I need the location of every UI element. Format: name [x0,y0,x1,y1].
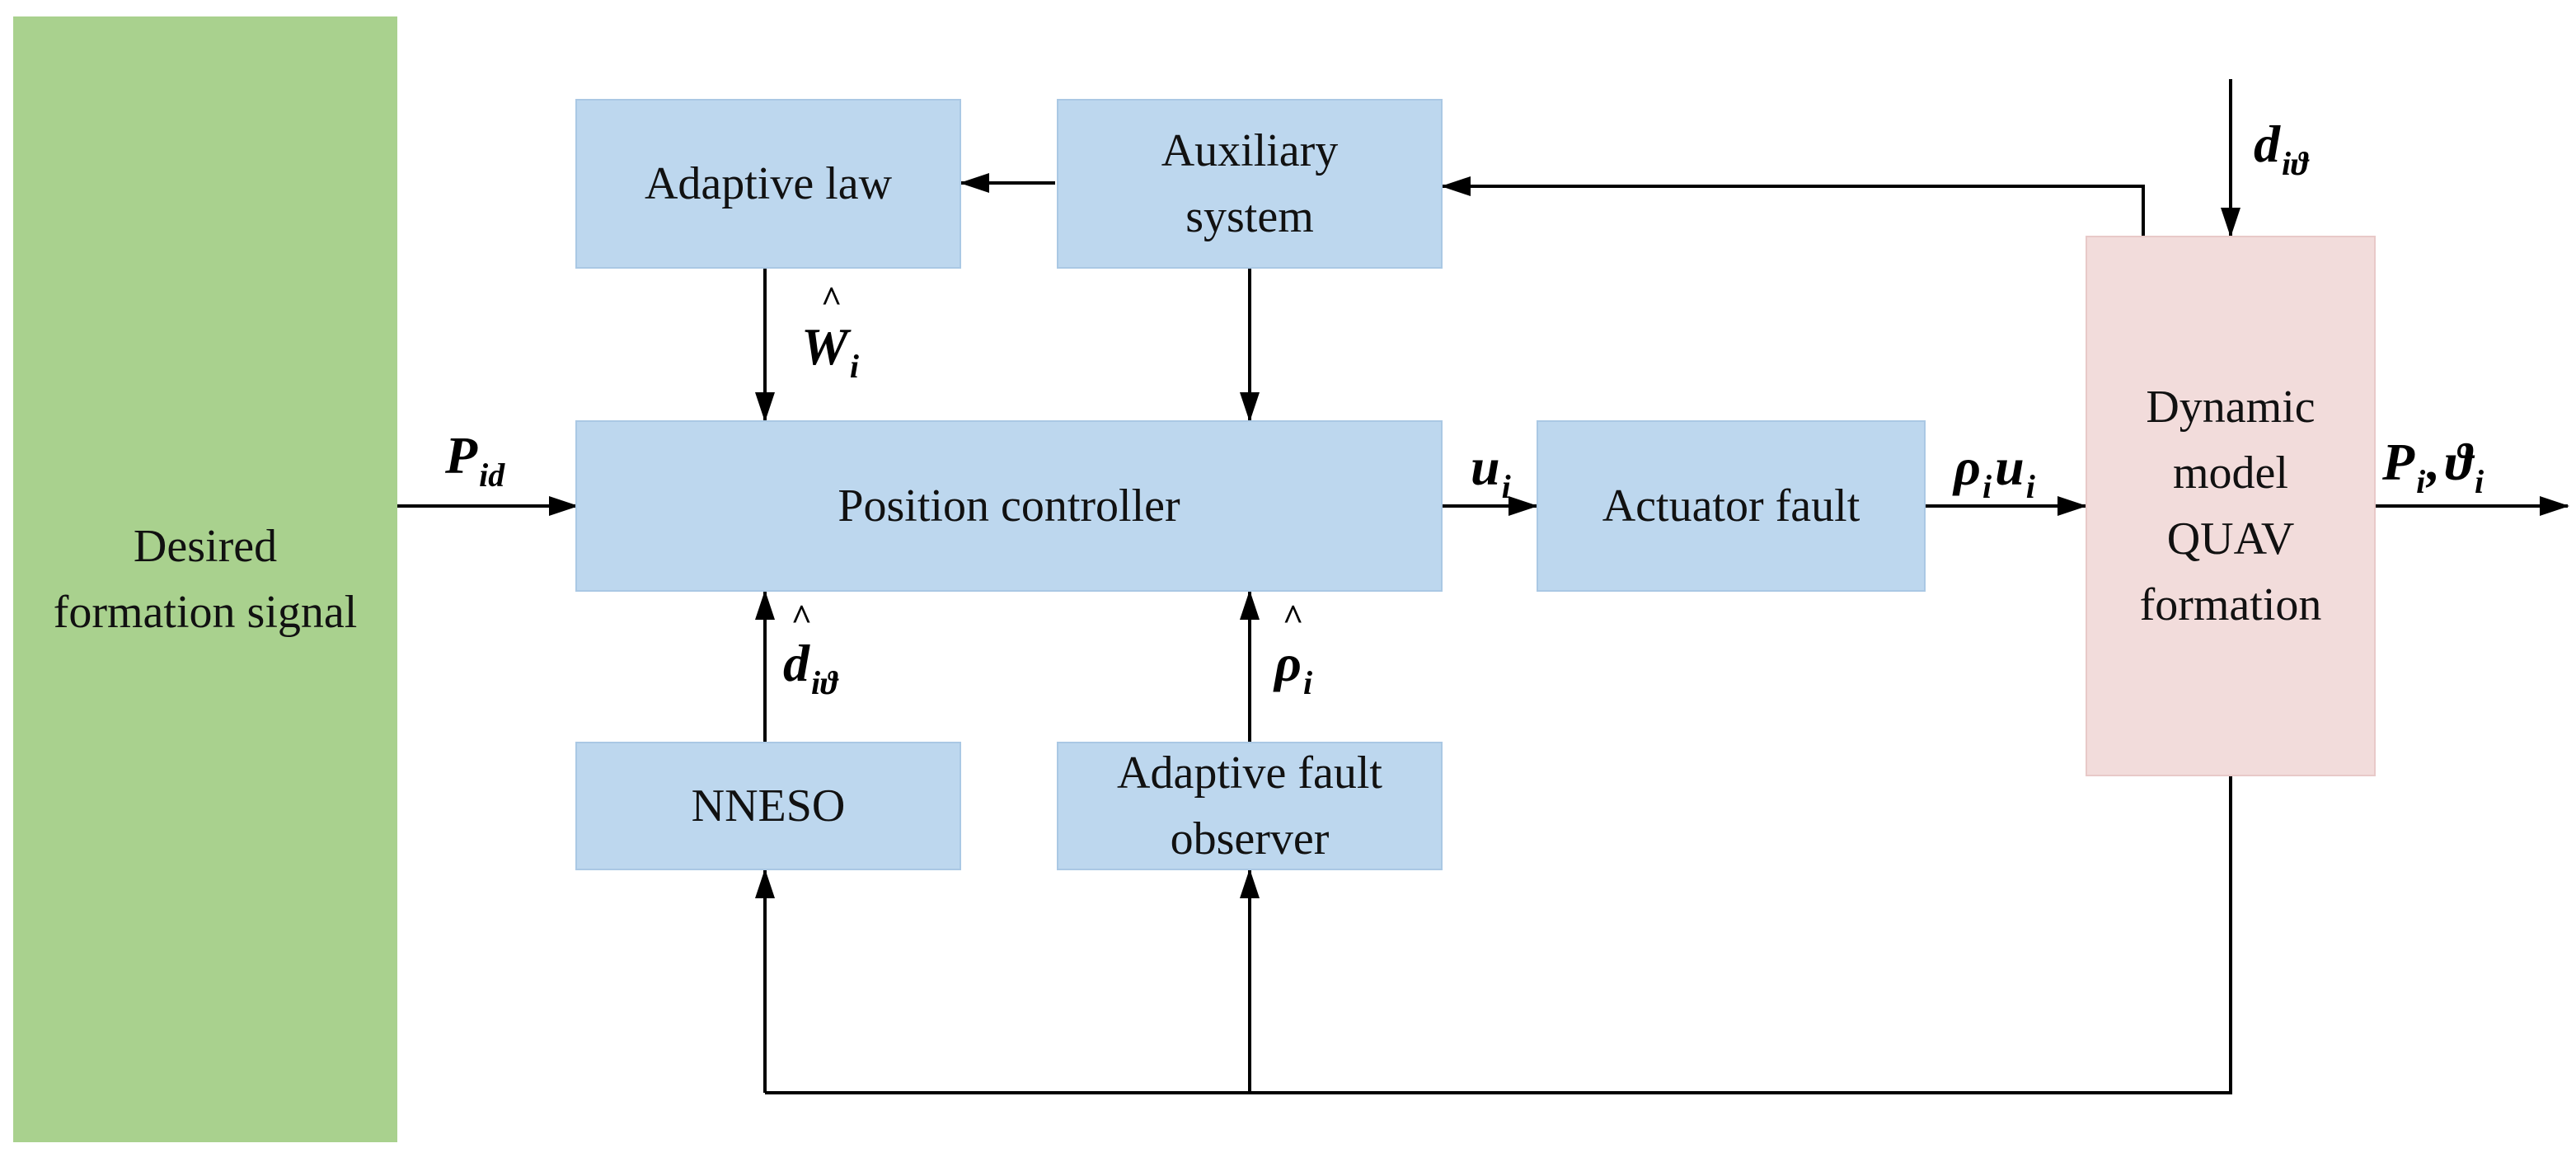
nneso-block: NNESO [575,742,961,870]
adaptive-law-block: Adaptive law [575,99,961,269]
signal-rho-hat: ρi [1274,597,1312,701]
signal-p-id: Pid [445,426,505,494]
feedback-line [765,776,2232,1094]
auxiliary-system-block: Auxiliary system [1057,99,1443,269]
position-controller-label: Position controller [838,480,1180,532]
signal-d-hat: diϑ [783,597,838,701]
signal-output: Pi,ϑi [2382,433,2485,500]
dynamic-model-label: Dynamic model QUAV formation [2139,382,2322,630]
adaptive-fault-observer-label: Adaptive fault observer [1117,747,1382,864]
desired-formation-signal-block: Desired formation signal [13,16,397,1142]
desired-formation-signal-label: Desired formation signal [53,521,358,638]
signal-rho-u: ρi ui [1954,438,2035,505]
adaptive-law-label: Adaptive law [644,158,893,209]
auxiliary-system-label: Auxiliary system [1161,125,1339,242]
nneso-label: NNESO [691,780,846,832]
actuator-fault-block: Actuator fault [1537,420,1926,592]
actuator-fault-label: Actuator fault [1602,480,1860,532]
dynamic-model-block: Dynamic model QUAV formation [2086,236,2376,776]
signal-w-hat: Wi [801,279,859,385]
signal-disturbance: diϑ [2254,115,2309,182]
adaptive-fault-observer-block: Adaptive fault observer [1057,742,1443,870]
signal-u-i: ui [1471,438,1511,505]
position-controller-block: Position controller [575,420,1443,592]
arrow-plant-to-auxiliary [1441,176,2145,236]
